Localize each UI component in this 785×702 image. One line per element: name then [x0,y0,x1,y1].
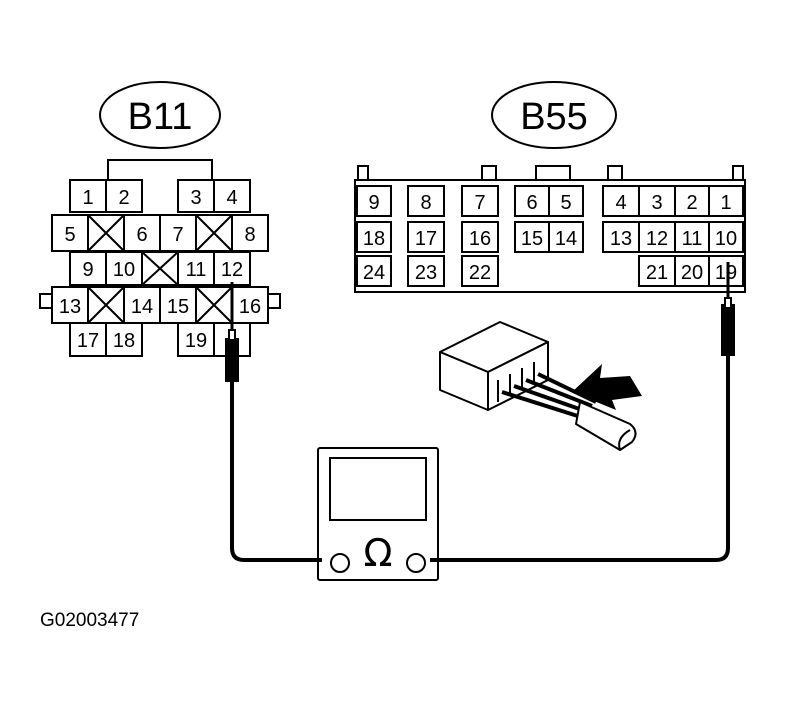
meter-terminal-left [330,553,350,573]
probe-right [721,262,735,356]
b55-pin-5: 5 [560,192,571,214]
b11-pin-16: 16 [239,296,261,318]
test-lead-right [430,356,730,562]
b11-pin-18: 18 [113,330,135,352]
b55-pin-16: 16 [469,228,491,250]
b11-pin-19: 19 [185,330,207,352]
b11-pin-14: 14 [131,296,153,318]
probe-left [225,282,239,382]
b55-pin-1: 1 [720,192,731,214]
meter-terminal-right [406,553,426,573]
b55-pin-18: 18 [363,228,385,250]
b55-pin-12: 12 [646,228,668,250]
b55-pin-17: 17 [415,228,437,250]
b55-pin-15: 15 [521,228,543,250]
b55-pin-14: 14 [555,228,577,250]
connector-b11-label: B11 [128,96,193,138]
b55-pin-2: 2 [686,192,697,214]
b55-pin-11: 11 [682,228,703,250]
connector-b55-label-oval [491,81,617,149]
b55-pin-24: 24 [363,262,385,284]
b55-pin-4: 4 [615,192,626,214]
b11-pin-5: 5 [64,224,75,246]
b11-pin-10: 10 [113,259,135,281]
b11-pin-15: 15 [167,296,189,318]
test-leads [230,356,730,562]
b55-pin-7: 7 [474,192,485,214]
b11-pin-2: 2 [118,187,129,209]
b55-pin-21: 21 [646,262,668,284]
b11-pin-8: 8 [244,224,255,246]
b55-pin-20: 20 [681,262,703,284]
ohmmeter-icon: Ω [317,447,439,581]
b11-pin-7: 7 [172,224,183,246]
b55-pin-3: 3 [651,192,662,214]
b55-pin-19: 19 [715,262,737,284]
connector-b55: B55 [354,81,746,293]
b11-pin-6: 6 [136,224,147,246]
b11-pin-17: 17 [77,330,99,352]
b55-pin-23: 23 [415,262,437,284]
connector-plug-icon [439,321,637,451]
test-lead-left [230,382,322,562]
b55-pin-6: 6 [526,192,537,214]
b11-pin-3: 3 [190,187,201,209]
b55-pin-8: 8 [420,192,431,214]
b11-pin-9: 9 [82,259,93,281]
b55-pin-10: 10 [715,228,737,250]
b11-pin-11: 11 [186,259,207,281]
insert-arrow-icon [572,364,642,410]
b11-pin-12: 12 [221,259,243,281]
connector-b55-pins: 9 8 7 6 5 4 3 2 1 18 17 16 15 14 13 12 1… [363,192,737,284]
connector-b11-pins: 1 2 3 4 5 6 7 8 9 10 11 12 13 14 15 16 1… [59,187,261,352]
b11-pin-4: 4 [226,187,237,209]
b55-pin-9: 9 [368,192,379,214]
connector-b11-label-oval [99,81,221,149]
b55-pin-13: 13 [610,228,632,250]
b11-pin-13: 13 [59,296,81,318]
meter-ohm-symbol: Ω [363,531,392,575]
b11-pin-1: 1 [82,187,93,209]
figure-code: G02003477 [40,610,139,631]
connector-b55-label: B55 [520,96,588,138]
b55-pin-22: 22 [469,262,491,284]
